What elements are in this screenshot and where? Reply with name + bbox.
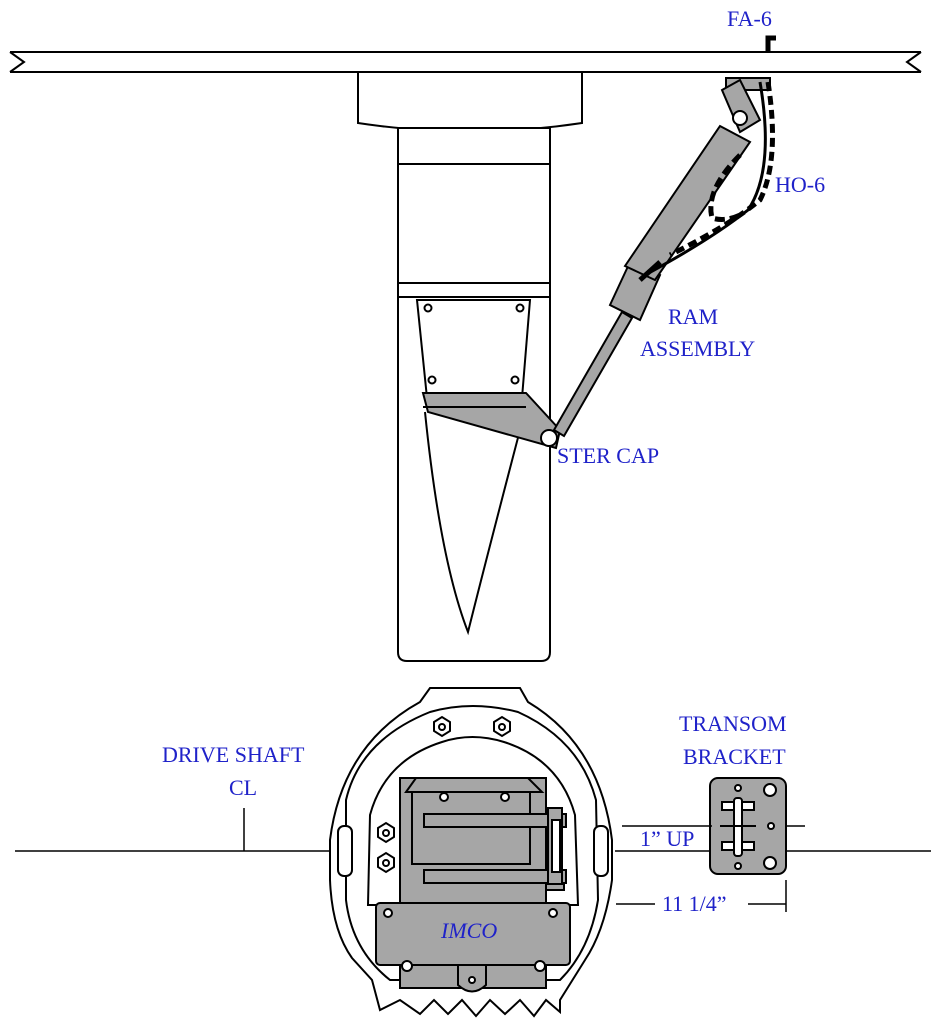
ho6-hoses — [638, 81, 775, 282]
ho6-label: HO-6 — [775, 172, 825, 197]
fa6-label: FA-6 — [727, 6, 772, 31]
imco-label: IMCO — [440, 918, 497, 943]
ster-cap-label: STER CAP — [557, 443, 659, 468]
fa6-fitting — [765, 35, 776, 52]
drive-shaft-label-line2: CL — [229, 775, 257, 800]
imco-bracket — [375, 777, 571, 993]
dimension-eleven-quarter — [616, 880, 787, 912]
transom-bracket-label-line2: BRACKET — [683, 744, 786, 769]
outboard-motor — [357, 71, 583, 662]
tiller-arm — [421, 392, 562, 450]
transom-beam — [9, 51, 922, 73]
drive-shaft-label-line1: DRIVE SHAFT — [162, 742, 305, 767]
transom-bracket — [709, 777, 805, 875]
ram-label-line2: ASSEMBLY — [640, 336, 755, 361]
ram-assembly — [552, 77, 771, 438]
transom-bracket-label-line1: TRANSOM — [679, 711, 787, 736]
drive-shaft-centerline — [15, 808, 931, 852]
eleven-quarter-label: 11 1/4” — [662, 891, 727, 916]
ram-label-line1: RAM — [668, 304, 718, 329]
one-inch-up-label: 1” UP — [640, 826, 694, 851]
